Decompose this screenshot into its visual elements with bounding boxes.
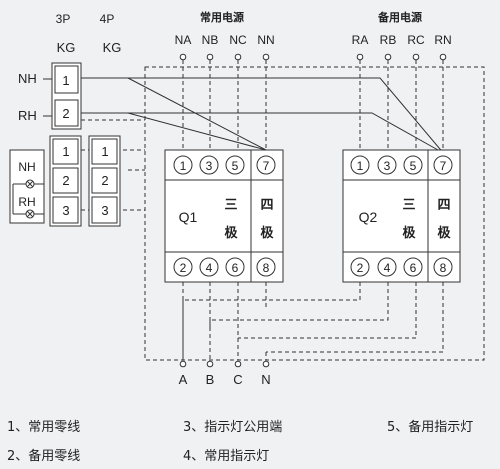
q2-three-2: 极 [402,225,416,241]
header-4p: 4P [100,12,115,26]
q2-pin-3: 3 [384,159,391,173]
label-nh: NH [18,71,37,86]
label-rh: RH [18,108,37,123]
legend-item-2: 2、备用零线 [7,449,81,464]
normal-source-title: 常用电源 [200,10,244,24]
q1-three-1: 三 [224,198,237,213]
header-kg-3p: KG [57,40,76,55]
q1-pin-3: 3 [206,159,213,173]
kg-3p-3: 3 [62,203,69,218]
terminal-rb: RB [380,33,397,47]
q1-four-1: 四 [260,198,273,213]
q2-four-1: 四 [437,198,450,213]
q1-pin-1: 1 [180,159,187,173]
kg-4p-1: 1 [101,144,108,159]
output-b: B [206,372,215,387]
q1-four-2: 极 [260,225,274,241]
q1-pin-7: 7 [263,159,270,173]
output-c: C [233,372,242,387]
header-3p: 3P [56,12,71,26]
q1-name: Q1 [179,209,198,225]
q2-name: Q2 [359,209,378,225]
backup-source-title: 备用电源 [377,10,422,24]
output-n: N [261,372,270,387]
kg-4p-block [88,135,121,227]
output-terminal-dots [179,360,270,368]
indicator-label-nh: NH [18,160,35,174]
breaker-q1 [164,149,284,283]
source-terminal-dots [179,53,447,61]
q1-pin-4: 4 [206,261,213,275]
legend-item-3: 3、指示灯公用端 [183,420,283,435]
q2-pin-6: 6 [410,261,417,275]
q2-pin-7: 7 [440,159,447,173]
q2-four-2: 极 [437,225,451,241]
terminal-rn: RN [434,33,451,47]
terminal-na: NA [175,33,192,47]
kg-4p-3: 3 [101,203,108,218]
header-kg-4p: KG [103,40,122,55]
legend-item-5: 5、备用指示灯 [387,420,474,435]
control-wires [81,77,446,156]
indicator-label-rh: RH [18,195,35,209]
kg-4p-2: 2 [101,173,108,188]
kg-3p-1: 1 [62,144,69,159]
q2-pin-5: 5 [410,159,417,173]
output-a: A [179,372,188,387]
terminal-nn: NN [257,33,274,47]
indicator-lamp-box [9,149,45,224]
q2-pin-2: 2 [357,261,364,275]
terminal-ra: RA [352,33,369,47]
q2-pin-4: 4 [384,261,391,275]
terminal-rc: RC [407,33,425,47]
kg-3p-block [49,135,82,227]
q1-pin-5: 5 [232,159,239,173]
q2-pin-8: 8 [440,261,447,275]
kg-top-block [51,62,82,130]
dashed-wiring [81,60,485,361]
terminal-nb: NB [202,33,219,47]
kg-top-1: 1 [62,73,69,88]
kg-top-2: 2 [62,106,69,121]
q1-pin-2: 2 [180,261,187,275]
legend-item-1: 1、常用零线 [7,420,81,435]
q1-three-2: 极 [224,225,238,241]
kg-3p-2: 2 [62,173,69,188]
q1-pin-8: 8 [263,261,270,275]
legend-item-4: 4、常用指示灯 [183,449,270,464]
q2-pin-1: 1 [357,159,364,173]
terminal-nc: NC [229,33,247,47]
q1-pin-6: 6 [232,261,239,275]
q2-three-1: 三 [402,198,415,213]
breaker-q2 [342,149,461,283]
